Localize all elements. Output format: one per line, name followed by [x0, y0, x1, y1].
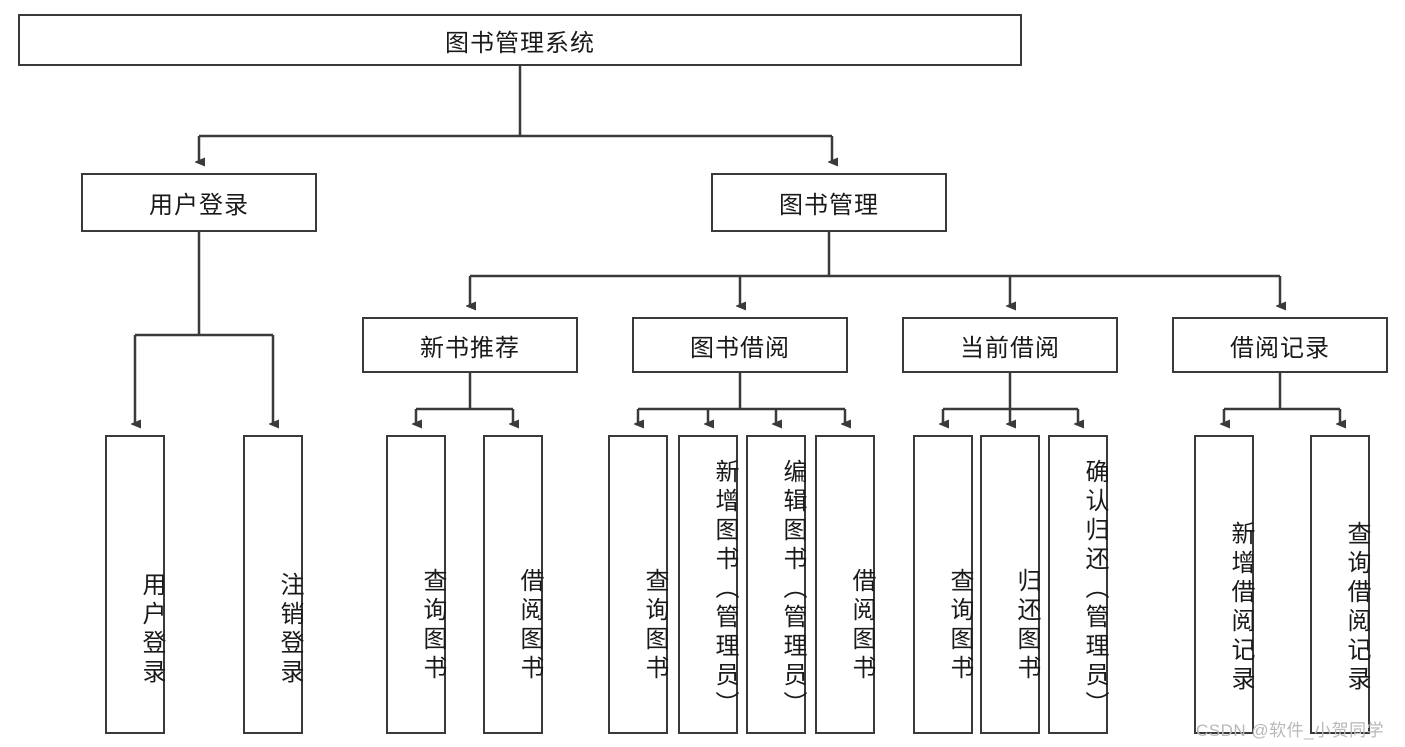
edge-root-to-level2	[199, 66, 832, 162]
node-leaf-add-record-label: 新增借阅记录	[1227, 520, 1254, 695]
node-book-borrow-label: 图书借阅	[690, 334, 790, 362]
edge-newbookrec-to-leaves	[416, 373, 513, 424]
node-root-label: 图书管理系统	[445, 29, 595, 57]
node-current-borrow[interactable]: 当前借阅	[902, 317, 1118, 373]
node-leaf-borrow-book-2-label: 借阅图书	[848, 567, 875, 684]
node-leaf-query-book-3-label: 查询图书	[946, 567, 973, 684]
node-leaf-query-book-2[interactable]: 查询图书	[608, 435, 668, 734]
edge-currentborrow-to-leaves	[943, 373, 1078, 424]
node-leaf-edit-book-label: 编辑图书（管理员）	[779, 459, 806, 720]
node-borrow-record-label: 借阅记录	[1230, 334, 1330, 362]
node-book-manage[interactable]: 图书管理	[711, 173, 947, 232]
node-book-borrow[interactable]: 图书借阅	[632, 317, 848, 373]
node-user-login[interactable]: 用户登录	[81, 173, 317, 232]
edge-borrowrecord-to-leaves	[1224, 373, 1340, 424]
node-leaf-query-book-1[interactable]: 查询图书	[386, 435, 446, 734]
node-leaf-query-book-1-label: 查询图书	[419, 567, 446, 684]
edge-userlogin-to-leaves	[135, 232, 273, 424]
node-leaf-query-record[interactable]: 查询借阅记录	[1310, 435, 1370, 734]
node-leaf-borrow-book-1[interactable]: 借阅图书	[483, 435, 543, 734]
node-leaf-add-book[interactable]: 新增图书（管理员）	[678, 435, 738, 734]
node-leaf-borrow-book-2[interactable]: 借阅图书	[815, 435, 875, 734]
node-current-borrow-label: 当前借阅	[960, 334, 1060, 362]
node-leaf-query-record-label: 查询借阅记录	[1343, 520, 1370, 695]
node-root[interactable]: 图书管理系统	[18, 14, 1022, 66]
node-user-login-label: 用户登录	[149, 192, 249, 219]
node-leaf-add-record[interactable]: 新增借阅记录	[1194, 435, 1254, 734]
node-leaf-edit-book[interactable]: 编辑图书（管理员）	[746, 435, 806, 734]
node-leaf-confirm-return-label: 确认归还（管理员）	[1081, 459, 1108, 720]
node-leaf-add-book-label: 新增图书（管理员）	[711, 459, 738, 720]
node-borrow-record[interactable]: 借阅记录	[1172, 317, 1388, 373]
node-new-book-rec[interactable]: 新书推荐	[362, 317, 578, 373]
edge-bookborrow-to-leaves	[638, 373, 845, 424]
node-leaf-user-login-label: 用户登录	[138, 571, 165, 688]
node-new-book-rec-label: 新书推荐	[420, 334, 520, 362]
edge-bookmanage-to-level3	[470, 232, 1280, 306]
node-leaf-user-logout[interactable]: 注销登录	[243, 435, 303, 734]
node-leaf-user-login[interactable]: 用户登录	[105, 435, 165, 734]
node-leaf-return-book-label: 归还图书	[1013, 567, 1040, 684]
csdn-watermark: CSDN @软件_小贺同学	[1196, 721, 1385, 740]
node-leaf-user-logout-label: 注销登录	[276, 571, 303, 688]
node-leaf-query-book-2-label: 查询图书	[641, 567, 668, 684]
node-book-manage-label: 图书管理	[779, 192, 879, 219]
node-leaf-return-book[interactable]: 归还图书	[980, 435, 1040, 734]
node-leaf-confirm-return[interactable]: 确认归还（管理员）	[1048, 435, 1108, 734]
node-leaf-query-book-3[interactable]: 查询图书	[913, 435, 973, 734]
node-leaf-borrow-book-1-label: 借阅图书	[516, 567, 543, 684]
